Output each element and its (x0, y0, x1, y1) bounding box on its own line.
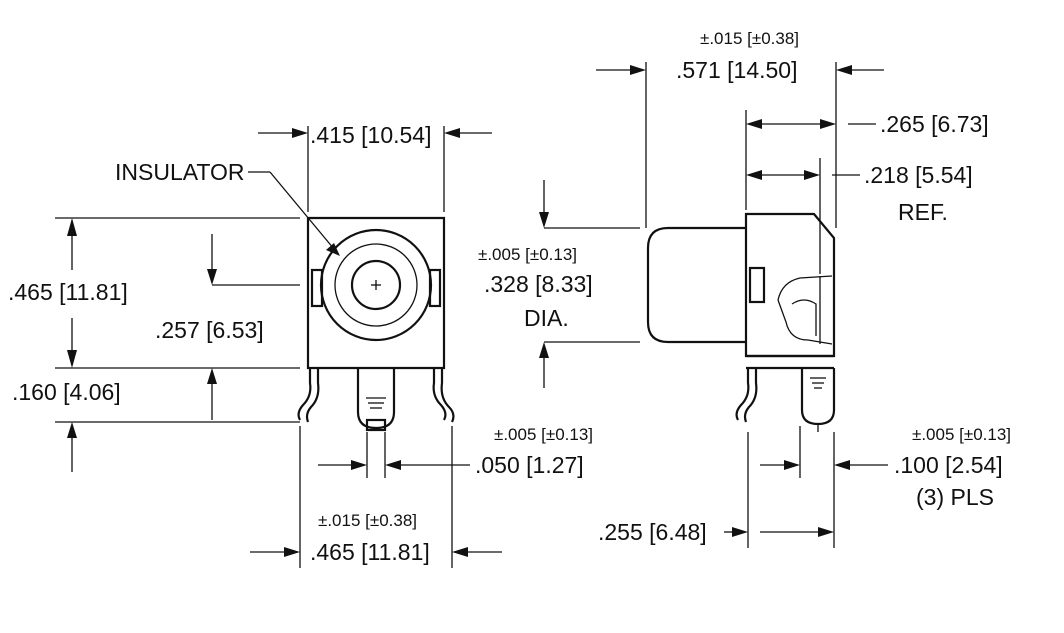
length-label: .571 [14.50] (676, 57, 798, 83)
side-view-dimensions (539, 62, 888, 548)
ref-label: REF. (898, 199, 948, 225)
front-width-label: .415 [10.54] (310, 122, 432, 148)
dim-265-label: .265 [6.73] (880, 111, 989, 137)
lead-span-label: .255 [6.48] (598, 519, 707, 545)
front-view-dimensions (55, 126, 502, 568)
lead-height-label: .160 [4.06] (12, 379, 121, 405)
dim-218-label: .218 [5.54] (864, 162, 973, 188)
base-width-label: .465 [11.81] (310, 539, 430, 565)
front-height-label: .465 [11.81] (8, 279, 128, 305)
pitch-label: .100 [2.54] (894, 452, 1003, 478)
pitch-count-label: (3) PLS (916, 484, 994, 510)
dia-label: DIA. (524, 305, 569, 331)
center-height-label: .257 [6.53] (155, 317, 264, 343)
pin-width-tolerance: ±.005 [±0.13] (494, 425, 593, 444)
insulator-label: INSULATOR (115, 159, 245, 185)
dia-tolerance: ±.005 [±0.13] (478, 245, 577, 264)
pitch-tolerance: ±.005 [±0.13] (912, 425, 1011, 444)
side-view-body (646, 212, 836, 432)
pin-width-label: .050 [1.27] (475, 452, 584, 478)
base-width-tolerance: ±.015 [±0.38] (318, 511, 417, 530)
front-view-body (297, 216, 455, 432)
dia-value-label: .328 [8.33] (484, 271, 593, 297)
length-tolerance: ±.015 [±0.38] (700, 29, 799, 48)
